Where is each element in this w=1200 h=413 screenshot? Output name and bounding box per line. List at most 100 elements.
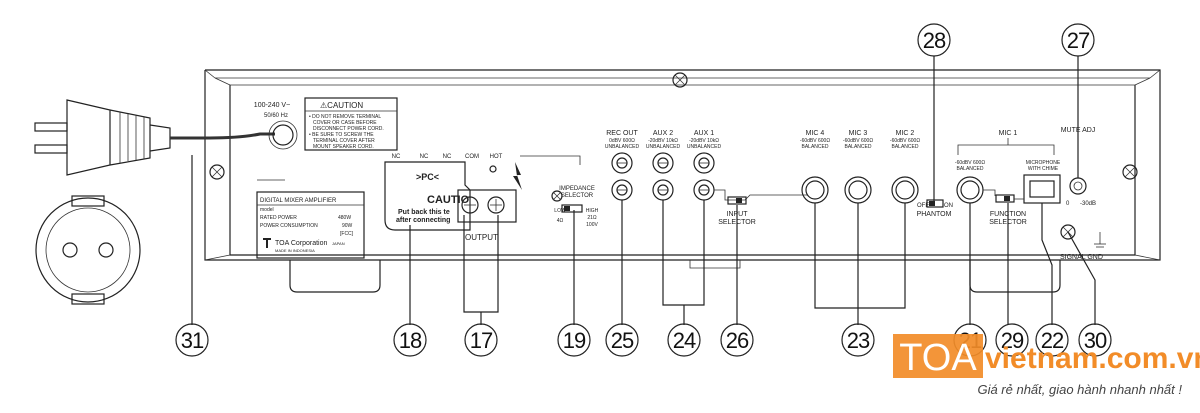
svg-text:MIC 4: MIC 4 xyxy=(806,130,825,137)
svg-text:19: 19 xyxy=(563,328,586,353)
brand-watermark: TOA vietnam.com.vn Giá rẻ nhất, giao hàn… xyxy=(893,334,1200,397)
svg-text:-60dBV 600Ω: -60dBV 600Ω xyxy=(955,160,985,166)
svg-text:MICROPHONE: MICROPHONE xyxy=(1026,160,1061,166)
svg-text:Put back this te: Put back this te xyxy=(398,209,450,216)
svg-text:HIGH: HIGH xyxy=(586,208,599,214)
svg-text:4Ω: 4Ω xyxy=(557,218,564,224)
svg-text:23: 23 xyxy=(847,328,870,353)
svg-text:29: 29 xyxy=(1001,328,1024,353)
svg-text:26: 26 xyxy=(726,328,749,353)
svg-text:27: 27 xyxy=(1067,28,1090,53)
svg-text:• BE SURE TO SCREW THE: • BE SURE TO SCREW THE xyxy=(309,132,374,138)
rating-plate: DIGITAL MIXER AMPLIFIER model RATED POWE… xyxy=(256,179,365,259)
svg-text:UNBALANCED: UNBALANCED xyxy=(646,144,681,150)
svg-text:Giá rẻ nhất, giao hành nhanh n: Giá rẻ nhất, giao hành nhanh nhất ! xyxy=(977,382,1182,397)
svg-text:-60dBV 600Ω: -60dBV 600Ω xyxy=(800,138,830,144)
function-selector: FUNCTION SELECTOR xyxy=(983,189,1027,226)
svg-text:21Ω: 21Ω xyxy=(587,215,597,221)
svg-text:-60dBV 600Ω: -60dBV 600Ω xyxy=(843,138,873,144)
screw-icon xyxy=(1122,164,1138,180)
svg-text:• DO NOT REMOVE TERMINAL: • DO NOT REMOVE TERMINAL xyxy=(309,114,381,120)
svg-text:MIC 3: MIC 3 xyxy=(849,130,868,137)
svg-text:MIC 2: MIC 2 xyxy=(896,130,915,137)
svg-text:IMPEDANCE: IMPEDANCE xyxy=(559,186,595,192)
callout-31: 31 xyxy=(175,323,209,357)
svg-text:HOT: HOT xyxy=(490,154,503,160)
svg-text:COM: COM xyxy=(465,154,479,160)
svg-text:vietnam.com.vn: vietnam.com.vn xyxy=(985,342,1200,375)
rec-out-jacks: REC OUT 0dBV 600Ω UNBALANCED xyxy=(605,130,639,201)
svg-text:17: 17 xyxy=(470,328,493,353)
power-inlet: 100-240 V~ 50/60 Hz xyxy=(254,102,298,150)
phantom-switch: OFF ON PHANTOM xyxy=(917,199,953,218)
svg-text:-30dB: -30dB xyxy=(1080,201,1096,207)
speaker-terminal: NC NC NC COM HOT >PC< CAUTIO Put back th… xyxy=(384,154,522,242)
svg-text:-20dBV 10kΩ: -20dBV 10kΩ xyxy=(648,138,678,144)
svg-text:NC: NC xyxy=(392,154,401,160)
svg-text:TERMINAL COVER AFTER: TERMINAL COVER AFTER xyxy=(313,138,375,144)
screw-icon xyxy=(672,72,688,88)
power-socket-icon xyxy=(35,195,141,305)
svg-text:0dBV 600Ω: 0dBV 600Ω xyxy=(609,138,635,144)
lightning-warning-icon xyxy=(513,162,522,190)
callout-23: 23 xyxy=(841,323,875,357)
aux1-jacks: AUX 1 -20dBV 10kΩ UNBALANCED xyxy=(687,130,722,201)
svg-text:BALANCED: BALANCED xyxy=(957,166,984,172)
screw-icon xyxy=(551,190,563,202)
callout-25: 25 xyxy=(605,323,639,357)
power-plug-icon xyxy=(34,99,275,176)
svg-text:OFF: OFF xyxy=(917,203,929,209)
svg-text:-20dBV 10kΩ: -20dBV 10kΩ xyxy=(689,138,719,144)
svg-text:50/60 Hz: 50/60 Hz xyxy=(264,113,288,119)
svg-text:MADE IN INDONESIA: MADE IN INDONESIA xyxy=(275,248,315,253)
svg-text:SIGNAL GND: SIGNAL GND xyxy=(1060,254,1103,261)
svg-text:CAUTIO: CAUTIO xyxy=(427,194,470,206)
svg-text:model: model xyxy=(260,207,274,213)
mic4-jack: MIC 4 -60dBV 600Ω BALANCED xyxy=(800,130,830,204)
svg-text:COVER OR CASE BEFORE: COVER OR CASE BEFORE xyxy=(313,120,377,126)
svg-text:MIC 1: MIC 1 xyxy=(999,130,1018,137)
svg-text:90W: 90W xyxy=(342,223,353,229)
svg-text:25: 25 xyxy=(611,328,634,353)
svg-text:⚠CAUTION: ⚠CAUTION xyxy=(320,101,363,110)
svg-text:>PC<: >PC< xyxy=(416,172,439,182)
svg-text:-60dBV 600Ω: -60dBV 600Ω xyxy=(890,138,920,144)
svg-text:OUTPUT: OUTPUT xyxy=(465,233,498,242)
svg-text:NC: NC xyxy=(443,154,452,160)
svg-text:24: 24 xyxy=(673,328,696,353)
input-selector: INPUT SELECTOR xyxy=(714,189,808,226)
svg-text:0: 0 xyxy=(1066,201,1070,207)
leader-lines xyxy=(191,56,1096,325)
callout-28: 28 xyxy=(917,23,951,57)
svg-text:AUX 2: AUX 2 xyxy=(653,130,673,137)
signal-gnd-terminal: SIGNAL GND xyxy=(1060,232,1106,261)
svg-text:18: 18 xyxy=(399,328,422,353)
svg-text:100V: 100V xyxy=(586,222,598,228)
mic1-inputs: MIC 1 -60dBV 600Ω BALANCED MICROPHONE WI… xyxy=(955,130,1061,204)
svg-text:ON: ON xyxy=(944,203,953,209)
aux2-jacks: AUX 2 -20dBV 10kΩ UNBALANCED xyxy=(646,130,681,201)
svg-text:30: 30 xyxy=(1084,328,1107,353)
svg-text:100-240 V~: 100-240 V~ xyxy=(254,102,290,109)
svg-text:31: 31 xyxy=(181,328,204,353)
svg-text:RATED POWER: RATED POWER xyxy=(260,215,297,221)
svg-text:28: 28 xyxy=(923,28,946,53)
callout-27: 27 xyxy=(1061,23,1095,57)
svg-text:SELECTOR: SELECTOR xyxy=(561,193,594,199)
callout-29: 29 xyxy=(995,323,1029,357)
svg-text:BALANCED: BALANCED xyxy=(845,144,872,150)
impedance-selector: IMPEDANCE SELECTOR LOW 4Ω HIGH 21Ω 100V xyxy=(520,155,599,228)
callout-19: 19 xyxy=(557,323,591,357)
svg-text:UNBALANCED: UNBALANCED xyxy=(687,144,722,150)
svg-text:MOUNT SPEAKER CORD.: MOUNT SPEAKER CORD. xyxy=(313,144,374,150)
svg-text:BALANCED: BALANCED xyxy=(802,144,829,150)
svg-text:DISCONNECT POWER CORD.: DISCONNECT POWER CORD. xyxy=(313,126,384,132)
svg-text:NC: NC xyxy=(420,154,429,160)
svg-text:JAPAN: JAPAN xyxy=(332,241,345,246)
mic2-jack: MIC 2 -60dBV 600Ω BALANCED xyxy=(890,130,920,204)
svg-text:DIGITAL MIXER AMPLIFIER: DIGITAL MIXER AMPLIFIER xyxy=(260,198,337,204)
svg-text:BALANCED: BALANCED xyxy=(892,144,919,150)
svg-text:[FCC]: [FCC] xyxy=(340,231,354,237)
toa-logo-icon xyxy=(263,238,271,248)
